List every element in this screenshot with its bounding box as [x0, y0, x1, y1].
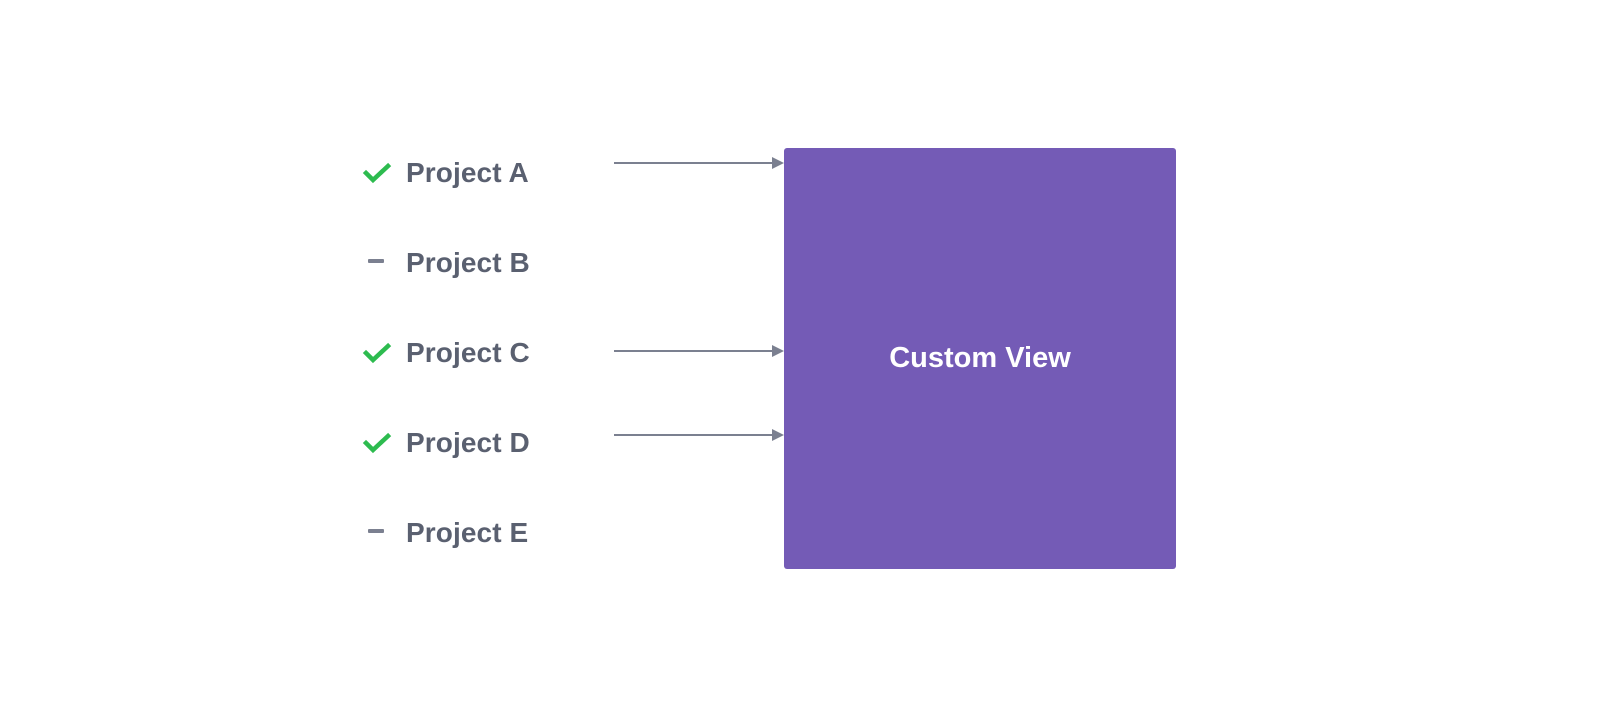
check-icon	[362, 338, 392, 368]
project-row-e: Project E	[362, 513, 582, 553]
custom-view-label: Custom View	[889, 342, 1071, 374]
project-label: Project D	[406, 427, 530, 458]
arrow-project-d	[614, 429, 784, 441]
check-icon	[362, 428, 392, 458]
check-icon	[362, 158, 392, 188]
project-row-b: Project B	[362, 243, 582, 283]
dash-icon	[362, 248, 392, 278]
project-row-a: Project A	[362, 153, 582, 193]
dash-icon	[362, 518, 392, 548]
arrow-project-a	[614, 157, 784, 169]
custom-view-box: Custom View	[784, 148, 1176, 569]
project-label: Project A	[406, 157, 529, 188]
project-label: Project B	[406, 247, 530, 278]
project-row-d: Project D	[362, 423, 582, 463]
project-row-c: Project C	[362, 333, 582, 373]
arrow-project-c	[614, 345, 784, 357]
project-label: Project E	[406, 517, 529, 548]
project-label: Project C	[406, 337, 530, 368]
